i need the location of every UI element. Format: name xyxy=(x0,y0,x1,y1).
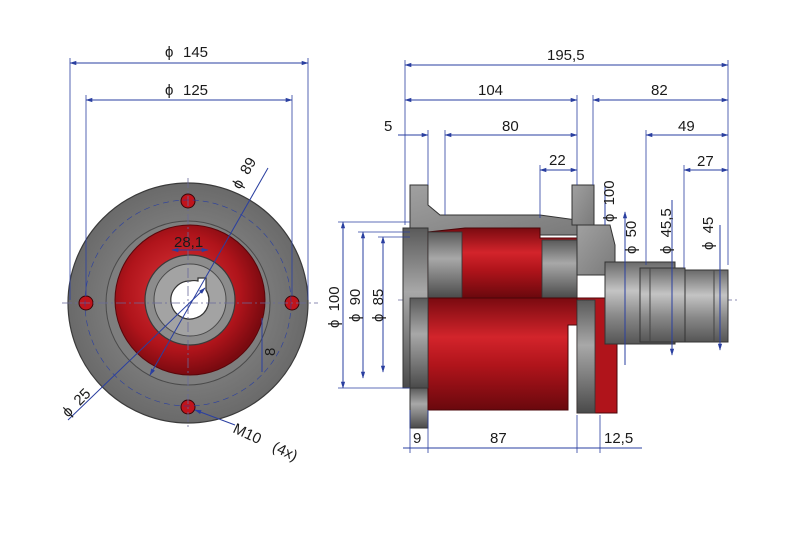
dim-45-5-label: ϕ 45,5 xyxy=(658,208,675,254)
dim-m10-thread: M10 xyxy=(230,420,264,448)
side-view: 195,5 104 82 5 80 22 49 27 ϕ 100 ϕ xyxy=(326,47,740,453)
dim-50-label: ϕ 50 xyxy=(623,221,640,254)
dim-28-value: 28,1 xyxy=(174,234,203,251)
upper-ring-right xyxy=(541,239,578,299)
shaft-step xyxy=(639,267,686,343)
dim-104-value: 104 xyxy=(478,82,503,99)
dim-m10-leader xyxy=(194,409,236,426)
dim-85-symbol: ϕ xyxy=(370,314,387,322)
dim-45-label: ϕ 45 xyxy=(700,217,717,250)
dim-25-label: ϕ 25 xyxy=(59,385,95,421)
dim-145-value: 145 xyxy=(183,44,208,61)
dim-90-value: 90 xyxy=(347,289,364,306)
dim-25-line xyxy=(67,287,206,421)
dim-45-value: 45 xyxy=(700,217,717,234)
dim-25-symbol: ϕ xyxy=(59,403,77,421)
dim-50-value: 50 xyxy=(623,221,640,238)
dim-m10-label: M10 (4x) xyxy=(230,420,300,465)
dim-145-symbol: ϕ xyxy=(165,44,173,61)
dim-100-left-value: 100 xyxy=(326,286,343,311)
dim-89-value: 89 xyxy=(237,155,260,178)
dim-100-left-symbol: ϕ xyxy=(326,320,343,328)
dim-100-top-symbol: ϕ xyxy=(601,214,618,222)
dim-45-symbol: ϕ xyxy=(700,242,717,250)
dim-80-value: 80 xyxy=(502,118,519,135)
dim-90-symbol: ϕ xyxy=(347,314,364,322)
dim-22-value: 22 xyxy=(549,152,566,169)
flange-lower xyxy=(409,387,429,429)
dim-9-value: 9 xyxy=(413,430,421,447)
front-view: ϕ 145 ϕ 125 ϕ 89 28,1 ϕ 25 8 M10 (4x) xyxy=(59,44,318,465)
dim-100-top-label: ϕ 100 xyxy=(601,180,618,222)
dim-27-value: 27 xyxy=(697,153,714,170)
dim-90-label: ϕ 90 xyxy=(347,289,364,322)
bolt-circle xyxy=(84,199,292,407)
dim-5-value: 5 xyxy=(384,118,392,135)
dim-45-5-symbol: ϕ xyxy=(658,246,675,254)
dim-87-value: 87 xyxy=(490,430,507,447)
dim-12-value: 12,5 xyxy=(604,430,633,447)
dim-85-value: 85 xyxy=(370,289,387,306)
dim-100-top-value: 100 xyxy=(601,180,618,205)
red-body-lower xyxy=(427,297,578,411)
dim-49-value: 49 xyxy=(678,118,695,135)
dim-125-symbol: ϕ xyxy=(165,82,173,99)
dim-89-symbol: ϕ xyxy=(229,176,248,192)
dim-50-symbol: ϕ xyxy=(623,246,640,254)
dim-89-label: ϕ 89 xyxy=(229,155,260,192)
dim-25-value: 25 xyxy=(71,385,95,409)
dim-82-value: 82 xyxy=(651,82,668,99)
dim-45-5-value: 45,5 xyxy=(658,208,675,237)
shaft-end xyxy=(684,269,729,343)
dim-195-value: 195,5 xyxy=(547,47,585,64)
ring-22 xyxy=(571,184,595,226)
upper-ring-left xyxy=(427,231,463,299)
lower-ring-left xyxy=(409,297,429,389)
dim-125-value: 125 xyxy=(183,82,208,99)
dim-89-line xyxy=(149,167,269,376)
dim-85-label: ϕ 85 xyxy=(370,289,387,322)
right-grey-cap xyxy=(576,299,596,414)
dim-8-value: 8 xyxy=(262,348,279,356)
dim-m10-count: (4x) xyxy=(270,439,301,465)
dim-100-left-label: ϕ 100 xyxy=(326,286,343,328)
